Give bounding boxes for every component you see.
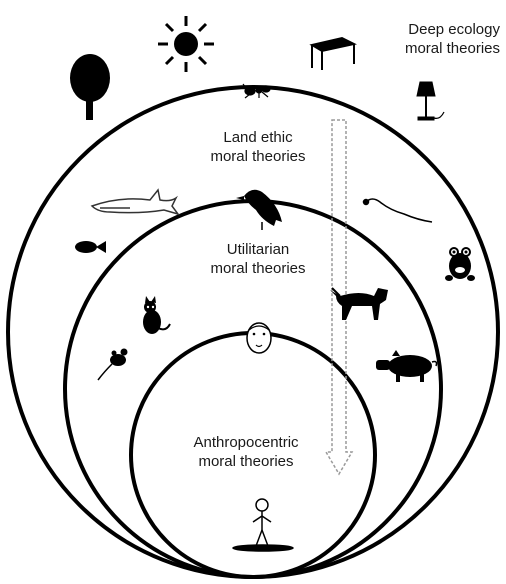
frog-icon xyxy=(445,248,475,281)
shark-icon xyxy=(92,190,178,214)
tree-icon xyxy=(70,54,110,120)
crow-icon xyxy=(236,190,282,230)
utilitarian-label: Utilitarian moral theories xyxy=(193,240,323,278)
sun-icon xyxy=(158,16,214,72)
pig-icon xyxy=(376,350,437,382)
stick-figure-icon xyxy=(233,499,293,551)
mouse-icon xyxy=(98,349,128,381)
dog-icon xyxy=(330,288,388,320)
human-face-icon xyxy=(247,323,271,353)
land-ethic-label: Land ethic moral theories xyxy=(193,128,323,166)
fish-icon xyxy=(75,241,106,253)
deep-ecology-label: Deep ecology moral theories xyxy=(370,20,500,58)
anthropocentric-label: Anthropocentric moral theories xyxy=(171,433,321,471)
snake-icon xyxy=(364,199,433,222)
lamp-icon xyxy=(417,82,444,120)
cat-icon xyxy=(143,296,170,334)
table-icon xyxy=(312,38,354,70)
